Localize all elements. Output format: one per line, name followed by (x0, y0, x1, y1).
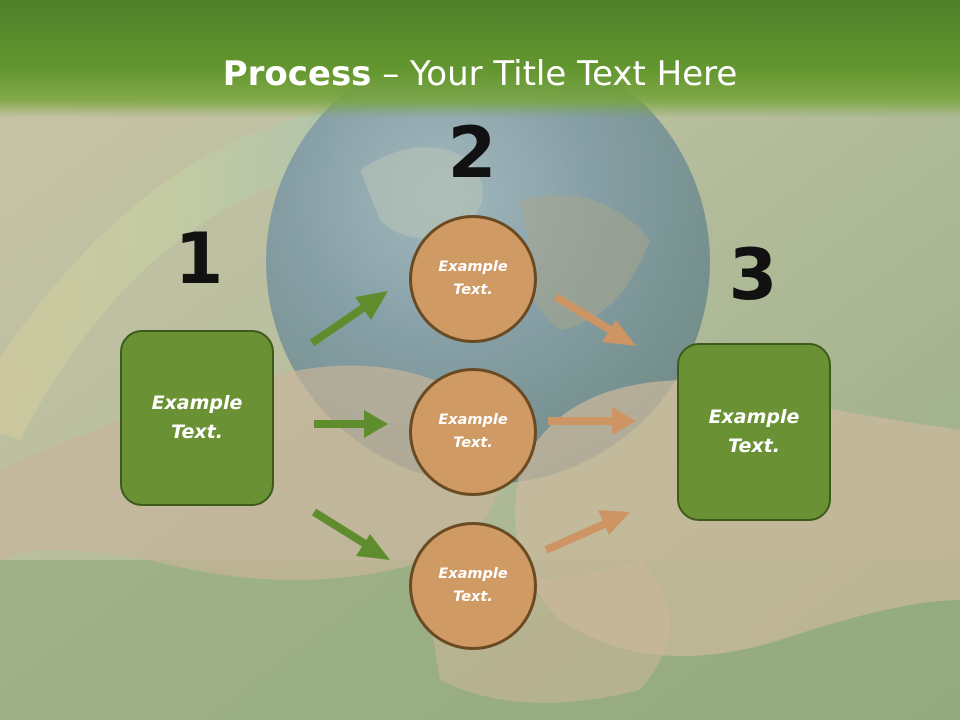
arrow-tan-up (546, 510, 630, 550)
step-circle-bottom: Example Text. (409, 522, 537, 650)
arrow-green-down (314, 512, 390, 560)
arrow-tan-down (556, 297, 636, 346)
step-circle-middle-text: Example Text. (423, 409, 523, 455)
arrow-tan-right (548, 407, 636, 435)
arrow-green-up (312, 291, 388, 343)
step-circle-top-text: Example Text. (423, 256, 523, 302)
step-circle-bottom-text: Example Text. (423, 563, 523, 609)
step-box-3-text: Example Text. (694, 403, 814, 461)
step-box-1-text: Example Text. (137, 389, 257, 447)
step-circle-top: Example Text. (409, 215, 537, 343)
arrow-green-right (314, 410, 388, 438)
step-box-3: Example Text. (677, 343, 831, 521)
step-box-1: Example Text. (120, 330, 274, 506)
step-circle-middle: Example Text. (409, 368, 537, 496)
